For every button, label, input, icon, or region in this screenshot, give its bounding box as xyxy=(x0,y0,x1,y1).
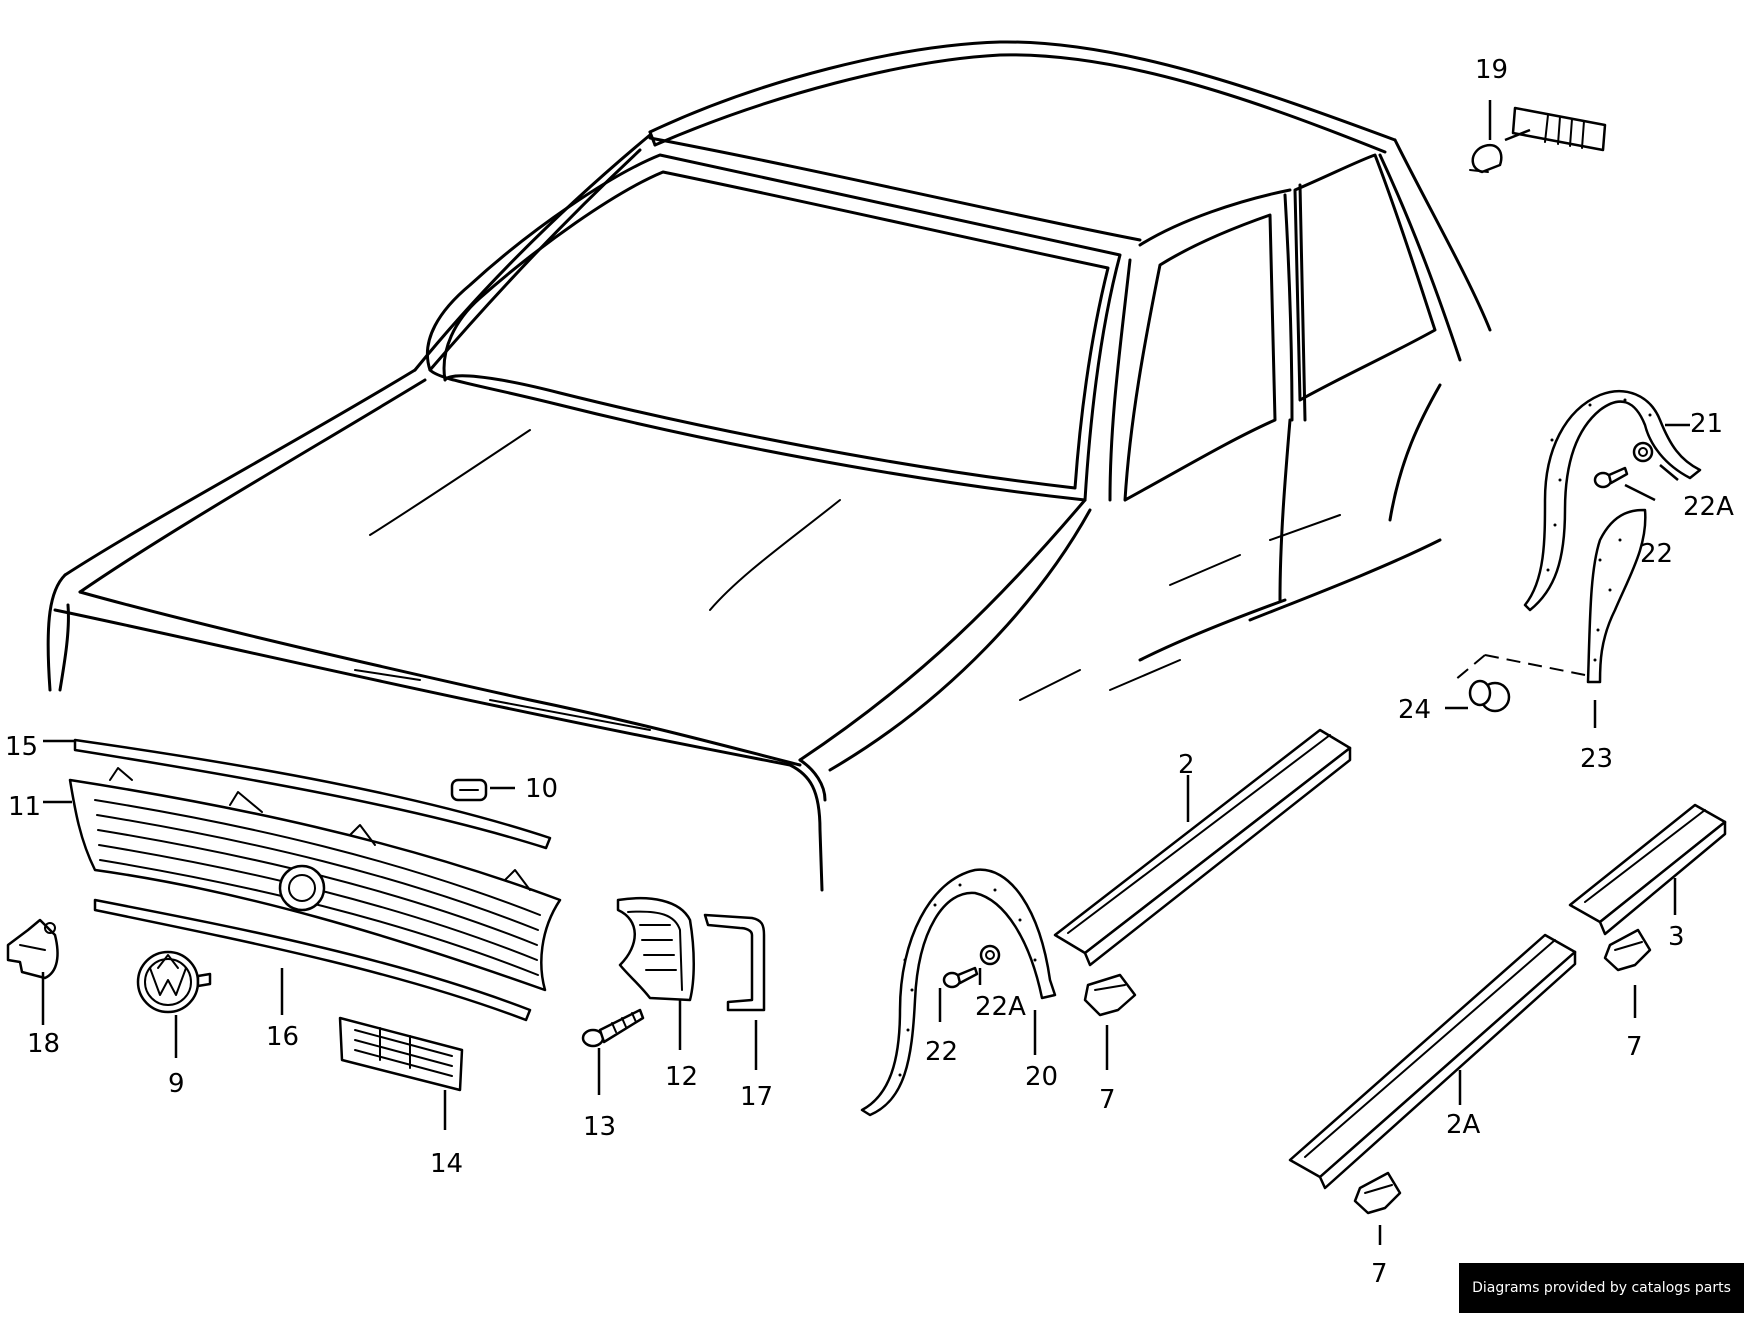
credit-badge: Diagrams provided by catalogs parts xyxy=(1459,1263,1744,1313)
callout-7-front: 7 xyxy=(1099,1085,1116,1115)
callout-16: 16 xyxy=(266,1022,299,1052)
part-15-trim-strip xyxy=(73,738,552,850)
part-13-screw xyxy=(581,1008,645,1048)
callout-12: 12 xyxy=(665,1062,698,1092)
callout-17: 17 xyxy=(740,1082,773,1112)
callout-22a-front: 22A xyxy=(975,992,1026,1022)
callout-22-rear: 22 xyxy=(1640,539,1673,569)
part-2-sill-trim xyxy=(1053,728,1352,967)
part-22a-washer-rear xyxy=(1632,441,1654,463)
callout-9: 9 xyxy=(168,1069,185,1099)
callout-7-rear: 7 xyxy=(1626,1032,1643,1062)
callout-14: 14 xyxy=(430,1149,463,1179)
part-22a-washer-front xyxy=(979,944,1001,966)
part-7-clip xyxy=(1353,1171,1402,1215)
callout-11: 11 xyxy=(8,792,41,822)
callout-13: 13 xyxy=(583,1112,616,1142)
part-19-label xyxy=(1511,106,1607,152)
part-9-emblem xyxy=(136,950,212,1014)
callout-2a: 2A xyxy=(1446,1110,1481,1140)
callout-23: 23 xyxy=(1580,744,1613,774)
part-24-grommet xyxy=(1454,654,1586,713)
part-12-headlight-trim xyxy=(616,896,695,1002)
part-10-clip xyxy=(450,778,488,802)
part-22-screw-rear xyxy=(1593,466,1629,489)
part-21-wheel-arch-flare xyxy=(1523,389,1702,612)
callout-10: 10 xyxy=(525,774,558,804)
leader-lines xyxy=(41,100,1690,1245)
part-2a-sill-trim xyxy=(1288,933,1577,1190)
callout-22-front: 22 xyxy=(925,1037,958,1067)
part-23-mud-flap xyxy=(1586,508,1647,684)
car-body-outline xyxy=(46,40,1492,892)
part-14-grille-insert xyxy=(338,1016,464,1092)
callout-2: 2 xyxy=(1178,750,1195,780)
callout-19: 19 xyxy=(1475,55,1508,85)
callout-15: 15 xyxy=(5,732,38,762)
callout-24: 24 xyxy=(1398,695,1431,725)
callout-3: 3 xyxy=(1668,922,1685,952)
part-17-bracket xyxy=(703,913,766,1012)
part-16-trim-strip xyxy=(93,898,532,1022)
part-11-radiator-grille xyxy=(68,767,562,992)
callout-7-bottom: 7 xyxy=(1371,1259,1388,1289)
callout-20: 20 xyxy=(1025,1062,1058,1092)
part-20-wheel-arch-flare xyxy=(860,868,1057,1117)
part-18-fastener xyxy=(6,918,59,980)
callout-18: 18 xyxy=(27,1029,60,1059)
part-22-screw-front xyxy=(942,966,979,989)
callout-22a-rear: 22A xyxy=(1683,492,1734,522)
callout-21: 21 xyxy=(1690,409,1723,439)
part-19-clip xyxy=(1469,143,1503,174)
part-7-clip xyxy=(1603,928,1652,972)
part-7-clip xyxy=(1083,973,1137,1017)
part-3-sill-trim xyxy=(1568,803,1727,936)
